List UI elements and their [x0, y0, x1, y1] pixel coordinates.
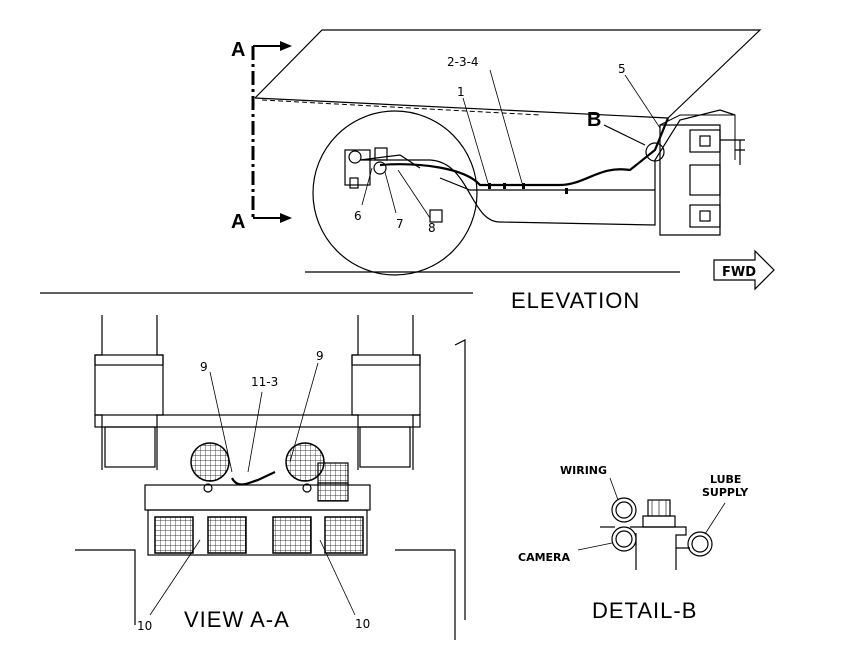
- camera-label: CAMERA: [518, 551, 571, 564]
- lube-hose: [379, 117, 670, 187]
- callout-9-left: 9: [200, 360, 208, 374]
- detail-b-leaders: [577, 477, 726, 551]
- lube-supply-label-line1: LUBE: [710, 473, 741, 486]
- callout-5: 5: [618, 62, 626, 76]
- axle-hub-assembly: [344, 147, 443, 223]
- detail-b-circle: [645, 142, 665, 162]
- callout-10-right: 10: [355, 617, 370, 631]
- frame-rail: [360, 109, 736, 226]
- section-marker-bottom: A: [231, 211, 245, 233]
- front-frame-structure: [659, 124, 745, 236]
- callout-7: 7: [396, 217, 404, 231]
- elevation-leaders: [361, 69, 661, 219]
- hose-clips: [488, 183, 568, 194]
- lube-supply-label-line2: SUPPLY: [702, 486, 749, 499]
- camera-unit: [317, 462, 349, 502]
- section-marker-top: A: [231, 39, 245, 61]
- view-a-a-title: VIEW A-A: [184, 607, 290, 632]
- view-a-a: 9 11-3 9 10 10 VIEW A-A: [75, 315, 466, 640]
- truck-body-outline: [254, 29, 762, 119]
- detail-marker-b: B: [587, 109, 601, 131]
- detail-b-view: WIRING LUBE SUPPLY CAMERA DETAIL-B: [518, 464, 749, 623]
- rear-wheel-circle: [312, 110, 478, 276]
- hidden-line: [261, 99, 541, 116]
- detail-b-title: DETAIL-B: [592, 598, 697, 623]
- callout-6: 6: [354, 209, 362, 223]
- frame-lower: [439, 177, 655, 191]
- work-lights: [190, 442, 325, 493]
- section-line-a-a: [251, 41, 292, 223]
- elevation-view: A A B 1 2-3-4 5 6 7 8 FWD ELEVATION: [231, 29, 775, 313]
- callout-8: 8: [428, 221, 436, 235]
- callout-11-3: 11-3: [251, 375, 278, 389]
- view-aa-hose: [231, 471, 276, 486]
- callout-1: 1: [457, 85, 465, 99]
- lower-lamps: [154, 516, 364, 554]
- callout-2-3-4: 2-3-4: [447, 55, 479, 69]
- wiring-label: WIRING: [560, 464, 607, 477]
- callout-9-right: 9: [316, 349, 324, 363]
- bolt: [642, 499, 676, 528]
- fwd-arrow: [713, 249, 775, 291]
- elevation-title: ELEVATION: [511, 288, 640, 313]
- wiring-harness: [659, 114, 736, 160]
- detail-b-hoses: [611, 497, 713, 557]
- view-aa-leaders: [149, 362, 356, 616]
- fwd-arrow-label: FWD: [722, 265, 756, 280]
- callout-10-left: 10: [137, 619, 152, 633]
